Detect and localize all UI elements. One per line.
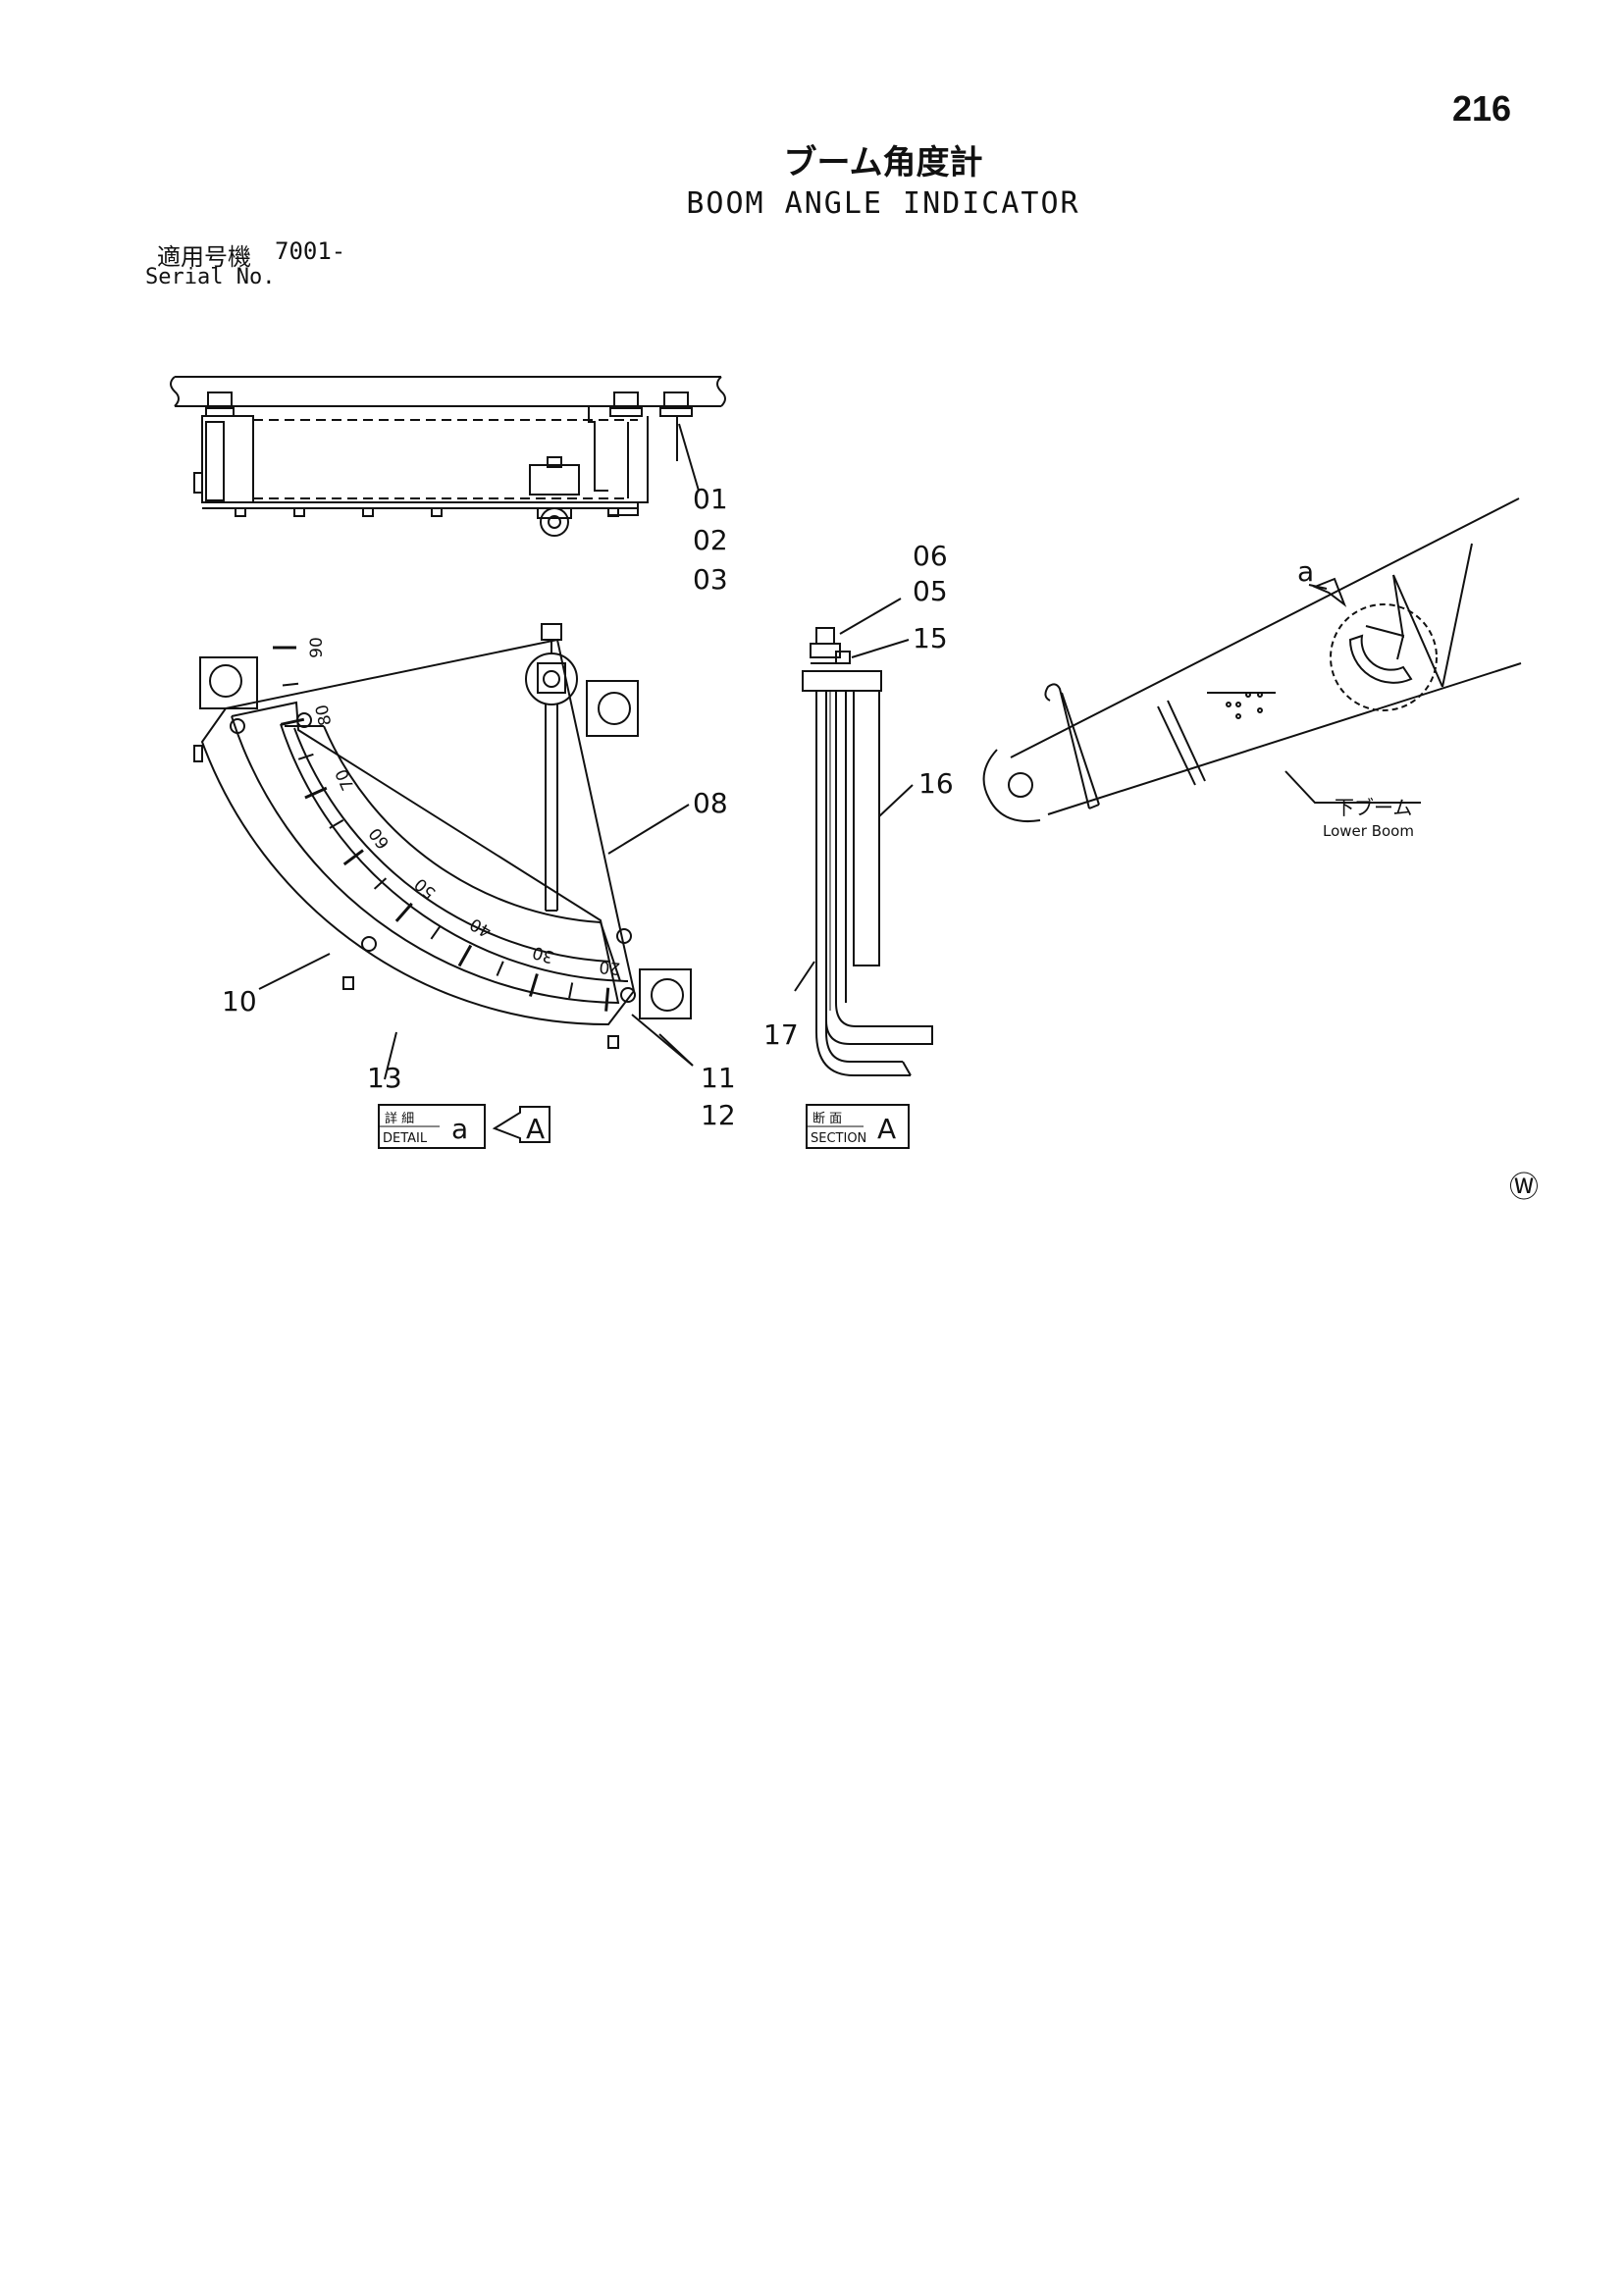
view-arrow-frame xyxy=(492,1106,550,1143)
boom-label-jp: 下ブーム xyxy=(1335,796,1412,819)
scale-tick xyxy=(342,849,364,866)
detail-a-gauge xyxy=(193,623,694,1080)
callout-06: 06 xyxy=(913,540,948,572)
scale-tick xyxy=(394,902,413,922)
scale-tick xyxy=(568,982,574,999)
boom-view xyxy=(982,497,1522,822)
serial-label-jp: 適用号機 xyxy=(157,243,251,271)
scale-ticks xyxy=(273,646,610,1012)
w-mark: Ⓦ xyxy=(1509,1171,1539,1205)
callout-13: 13 xyxy=(367,1062,402,1094)
view-arrow-letter: A xyxy=(526,1113,545,1145)
scale-tick xyxy=(496,961,504,976)
scale-label: 60 xyxy=(365,824,393,853)
scale-label: 80 xyxy=(312,703,336,727)
scale-tick xyxy=(373,877,388,890)
scale-label: 90 xyxy=(307,637,327,658)
detail-box-letter: a xyxy=(451,1113,468,1145)
callout-12: 12 xyxy=(701,1099,736,1131)
scale-tick xyxy=(280,717,305,726)
callout-16: 16 xyxy=(918,767,954,800)
boom-view-letter: a xyxy=(1297,555,1314,588)
section-box-jp: 断 面 xyxy=(812,1112,842,1126)
serial-value: 7001- xyxy=(275,237,346,265)
callout-02: 02 xyxy=(693,524,728,556)
callout-17: 17 xyxy=(763,1018,799,1051)
scale-tick xyxy=(282,682,299,687)
callout-01: 01 xyxy=(693,483,728,515)
callout-03: 03 xyxy=(693,563,728,596)
scale-tick xyxy=(457,944,473,967)
scale-label: 30 xyxy=(530,942,556,966)
section-a-view xyxy=(794,598,933,1076)
scale-tick xyxy=(430,925,442,940)
callout-05: 05 xyxy=(913,575,948,607)
scale-tick xyxy=(304,786,328,800)
detail-box-jp: 詳 細 xyxy=(385,1111,414,1126)
title-english: BOOM ANGLE INDICATOR xyxy=(686,186,1080,221)
callout-08: 08 xyxy=(693,787,728,819)
serial-label-en: Serial No. xyxy=(145,265,276,289)
title-japanese: ブーム角度計 xyxy=(783,143,983,183)
scale-tick xyxy=(604,987,610,1012)
section-box-frame xyxy=(806,1104,910,1149)
scale-tick xyxy=(329,819,344,829)
scale-tick xyxy=(528,973,539,997)
page-number: 216 xyxy=(1452,88,1512,129)
detail-box-en: DETAIL xyxy=(383,1131,428,1146)
scale-labels: 90 80 70 60 50 40 30 20 xyxy=(307,637,621,978)
scale-label: 20 xyxy=(599,957,621,978)
detail-box-frame xyxy=(378,1104,486,1149)
callout-10: 10 xyxy=(222,985,257,1018)
scale-tick xyxy=(297,753,314,760)
section-box-en: SECTION xyxy=(811,1131,866,1146)
scale-label: 40 xyxy=(467,913,496,941)
callout-15: 15 xyxy=(913,622,948,654)
section-box-letter: A xyxy=(877,1113,896,1145)
scale-label: 50 xyxy=(411,873,440,902)
boom-label-en: Lower Boom xyxy=(1323,822,1414,840)
top-view xyxy=(170,376,726,537)
callout-11: 11 xyxy=(701,1062,736,1094)
scale-label: 70 xyxy=(332,765,358,793)
